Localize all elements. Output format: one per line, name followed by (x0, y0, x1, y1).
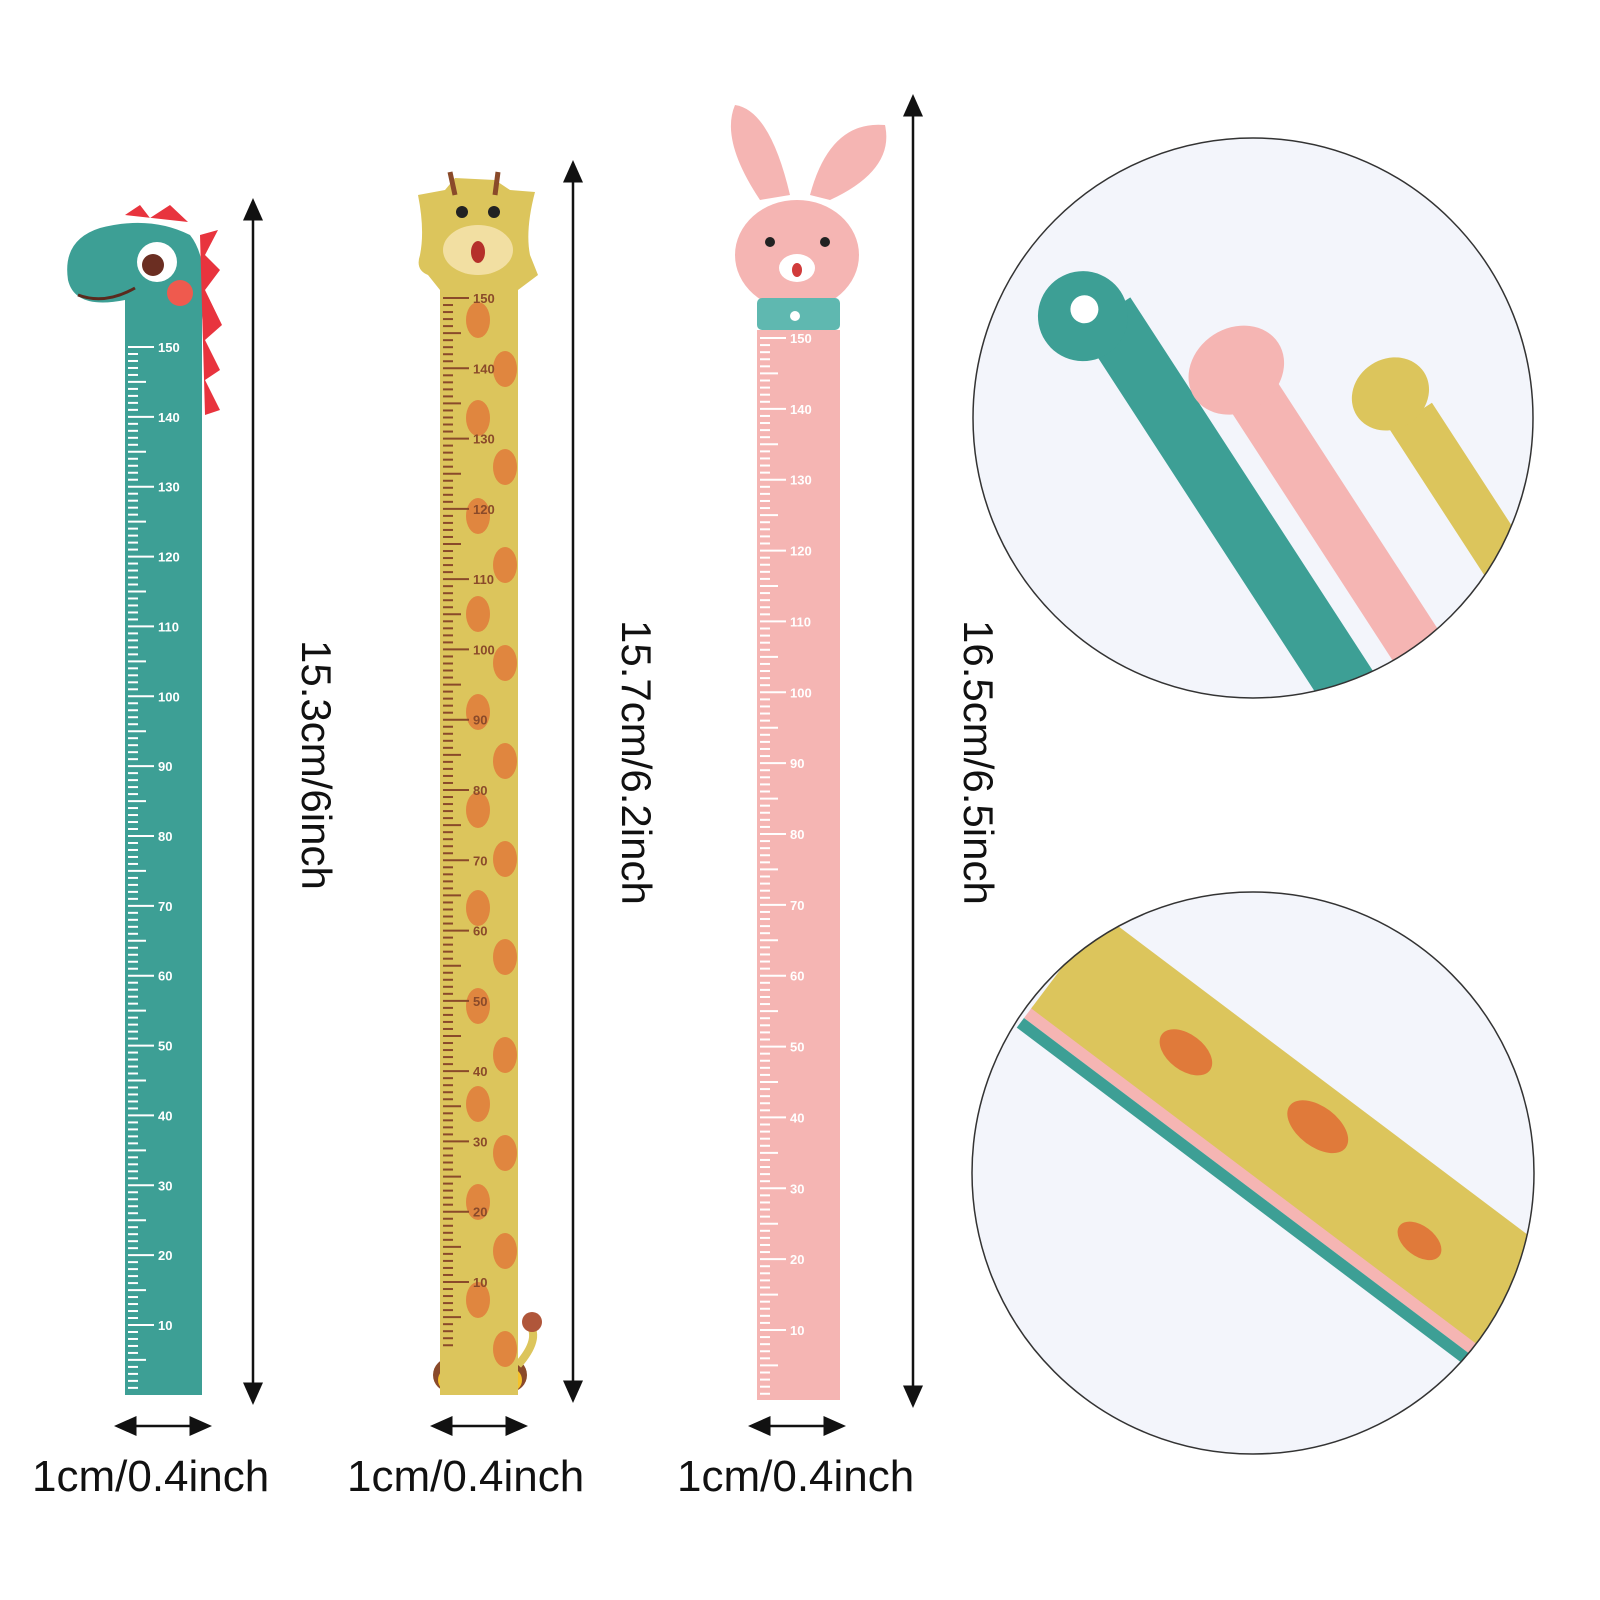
giraffe-spot (493, 743, 517, 779)
giraffe-ruler: 150 140 130 120 110 100 90 80 70 60 50 40 30 20 10 (440, 290, 518, 1395)
scale-label: 80 (790, 827, 804, 842)
scale-label: 150 (473, 291, 495, 306)
scale-label: 100 (158, 689, 180, 704)
scale-label: 10 (473, 1275, 487, 1290)
giraffe-spot (493, 1331, 517, 1367)
scale-label: 20 (790, 1252, 804, 1267)
scale-label: 100 (790, 685, 812, 700)
giraffe-spot (493, 547, 517, 583)
giraffe-spot (493, 449, 517, 485)
scale-label: 140 (473, 361, 495, 376)
dinosaur-width-label: 1cm/0.4inch (32, 1452, 270, 1501)
scale-label: 120 (158, 550, 180, 565)
dinosaur-head (67, 205, 222, 415)
scale-label: 50 (790, 1040, 804, 1055)
scale-label: 150 (790, 331, 812, 346)
giraffe-spot (493, 1135, 517, 1171)
giraffe-spot (493, 939, 517, 975)
scale-label: 50 (158, 1039, 172, 1054)
scale-label: 20 (473, 1205, 487, 1220)
scale-label: 40 (473, 1064, 487, 1079)
scale-label: 40 (158, 1108, 172, 1123)
bunny-width-label: 1cm/0.4inch (677, 1452, 915, 1501)
bunny-length-label: 16.5cm/6.5inch (955, 620, 1002, 905)
scale-label: 110 (790, 614, 811, 629)
scale-label: 90 (158, 759, 172, 774)
scale-label: 60 (790, 969, 804, 984)
scale-label: 130 (790, 473, 812, 488)
giraffe-length-label: 15.7cm/6.2inch (613, 620, 660, 905)
dimension-arrows (114, 94, 923, 1436)
scale-label: 70 (790, 898, 804, 913)
giraffe-width-label: 1cm/0.4inch (347, 1452, 585, 1501)
dinosaur-length-label: 15.3cm/6inch (293, 640, 340, 890)
scale-label: 10 (790, 1323, 804, 1338)
scale-label: 90 (790, 756, 804, 771)
giraffe-spot (466, 498, 490, 534)
scale-label: 80 (158, 829, 172, 844)
scale-label: 30 (158, 1178, 172, 1193)
scale-label: 30 (790, 1181, 804, 1196)
scale-label: 80 (473, 783, 487, 798)
scale-label: 50 (473, 994, 487, 1009)
giraffe-head (418, 171, 538, 290)
scale-label: 120 (790, 544, 812, 559)
scale-label: 60 (158, 969, 172, 984)
scale-label: 30 (473, 1134, 487, 1149)
scale-label: 40 (790, 1110, 804, 1125)
scale-label: 120 (473, 502, 495, 517)
scale-label: 90 (473, 713, 487, 728)
giraffe-spot (466, 1282, 490, 1318)
bunny-head (730, 105, 887, 330)
giraffe-spot (466, 1184, 490, 1220)
giraffe-spot (493, 841, 517, 877)
dinosaur-ruler: 150 140 130 120 110 100 90 80 70 60 50 40 30 20 10 (125, 320, 202, 1395)
ruler-body (757, 330, 840, 1400)
scale-label: 110 (473, 572, 494, 587)
giraffe-spot (466, 694, 490, 730)
giraffe-spot (493, 1233, 517, 1269)
scale-label: 100 (473, 642, 495, 657)
giraffe-spot (466, 1086, 490, 1122)
giraffe-spot (466, 302, 490, 338)
giraffe-spot (466, 890, 490, 926)
giraffe-spot (466, 596, 490, 632)
giraffe-spot (493, 645, 517, 681)
scale-label: 70 (158, 899, 172, 914)
scale-label: 70 (473, 853, 487, 868)
giraffe-spot (466, 400, 490, 436)
scale-label: 10 (158, 1318, 172, 1333)
scale-label: 140 (158, 410, 180, 425)
scale-label: 110 (158, 619, 179, 634)
scale-label: 130 (473, 432, 495, 447)
detail-circle-scale (971, 891, 1535, 1455)
giraffe-spot (493, 1037, 517, 1073)
scale-label: 150 (158, 340, 180, 355)
detail-circle-heads (972, 137, 1534, 699)
scale-label: 130 (158, 480, 180, 495)
scale-label: 60 (473, 924, 487, 939)
giraffe-spot (466, 988, 490, 1024)
scale-label: 140 (790, 402, 812, 417)
scale-label: 20 (158, 1248, 172, 1263)
giraffe-spot (466, 792, 490, 828)
giraffe-spot (493, 351, 517, 387)
bunny-ruler: 150 140 130 120 110 100 90 80 70 60 50 40 30 20 10 (757, 330, 840, 1400)
